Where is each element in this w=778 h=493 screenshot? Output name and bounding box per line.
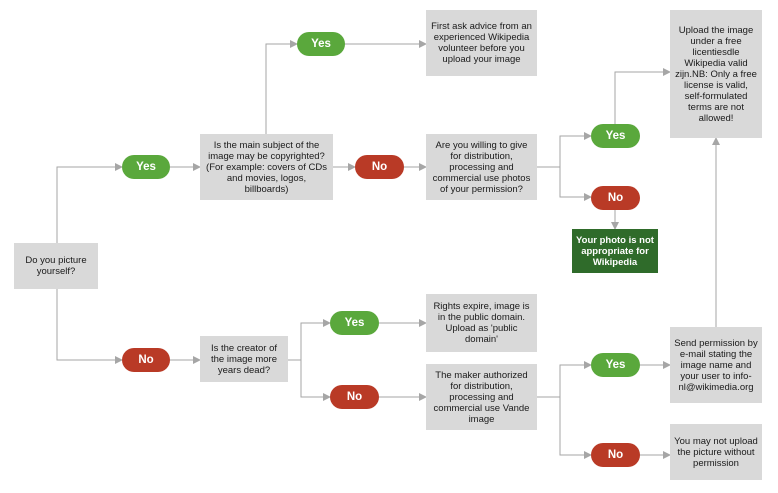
connector-copyrighted-yes: [265, 40, 298, 134]
start-yes-label: Yes: [136, 161, 156, 173]
creator-dead-question-text: Is the creator of the image more years d…: [210, 342, 277, 376]
connector-start-yes: [56, 163, 123, 243]
copyrighted-question-text: Is the main subject of the image may be …: [206, 139, 327, 195]
maker-authorized-box: The maker authorized for distribution, p…: [426, 364, 537, 430]
connector-willing-no: [559, 167, 592, 201]
creator-dead-question-box: Is the creator of the image more years d…: [200, 336, 288, 382]
maker-authorized-text: The maker authorized for distribution, p…: [433, 369, 530, 425]
connector-creator-yes: [288, 319, 331, 361]
creator-dead-yes-label: Yes: [344, 317, 365, 329]
copyrighted-yes-label: Yes: [311, 38, 331, 50]
connector-creator-no: [300, 360, 331, 401]
upload-free-license-text: Upload the image under a free licentiesd…: [675, 24, 757, 124]
upload-free-license-box: Upload the image under a free licentiesd…: [670, 10, 762, 138]
not-appropriate-box: Your photo is not appropriate for Wikipe…: [572, 229, 658, 273]
ask-advice-text: First ask advice from an experienced Wik…: [431, 21, 532, 65]
not-appropriate-text: Your photo is not appropriate for Wikipe…: [576, 234, 654, 268]
start-box-text: Do you picture yourself?: [25, 255, 87, 277]
ask-advice-box: First ask advice from an experienced Wik…: [426, 10, 537, 76]
copyrighted-no-pill: No: [355, 155, 404, 179]
start-no-label: No: [138, 354, 154, 366]
start-no-pill: No: [122, 348, 170, 372]
willing-question-box: Are you willing to give for distribution…: [426, 134, 537, 200]
willing-question-text: Are you willing to give for distribution…: [432, 139, 531, 195]
connector-willing-yes: [537, 132, 592, 168]
willing-yes-pill: Yes: [591, 124, 640, 148]
copyrighted-question-box: Is the main subject of the image may be …: [200, 134, 333, 200]
creator-dead-yes-pill: Yes: [330, 311, 379, 335]
may-not-upload-text: You may not upload the picture without p…: [674, 435, 758, 469]
willing-yes-label: Yes: [605, 130, 626, 142]
send-permission-text: Send permission by e-mail stating the im…: [674, 337, 758, 393]
connector-maker-yes: [537, 361, 592, 398]
maker-yes-pill: Yes: [591, 353, 640, 377]
connector-yes-upload: [614, 68, 671, 124]
send-permission-box: Send permission by e-mail stating the im…: [670, 327, 762, 403]
public-domain-box: Rights expire, image is in the public do…: [426, 294, 537, 352]
copyrighted-no-label: No: [371, 161, 388, 173]
maker-no-pill: No: [591, 443, 640, 467]
creator-dead-no-label: No: [346, 391, 363, 403]
may-not-upload-box: You may not upload the picture without p…: [670, 424, 762, 480]
connector-maker-no: [559, 397, 592, 459]
public-domain-text: Rights expire, image is in the public do…: [433, 301, 530, 345]
start-box: Do you picture yourself?: [14, 243, 98, 289]
start-yes-pill: Yes: [122, 155, 170, 179]
maker-yes-label: Yes: [605, 359, 626, 371]
copyrighted-yes-pill: Yes: [297, 32, 345, 56]
connector-start-no: [56, 289, 123, 364]
creator-dead-no-pill: No: [330, 385, 379, 409]
maker-no-label: No: [607, 449, 624, 461]
willing-no-label: No: [607, 192, 624, 204]
willing-no-pill: No: [591, 186, 640, 210]
